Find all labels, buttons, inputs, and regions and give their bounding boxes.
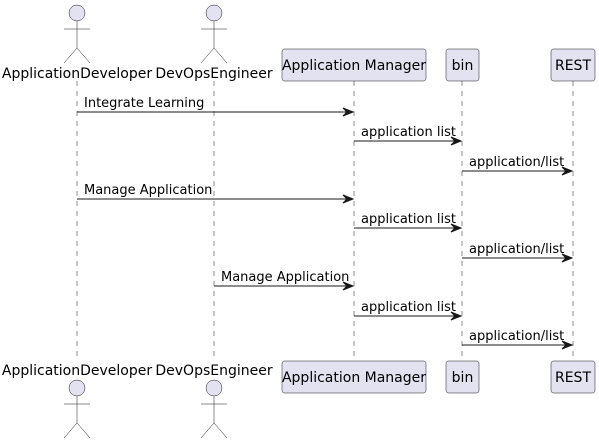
- messages: Integrate Learning application list applic…: [77, 96, 574, 350]
- bin-label-bottom: bin: [452, 370, 474, 386]
- message-5: application/list: [462, 242, 574, 263]
- dev-actor-icon-bottom: [63, 379, 91, 439]
- message-0: Integrate Learning: [77, 96, 355, 117]
- message-label: application/list: [469, 242, 564, 257]
- rest-label-top: REST: [555, 58, 591, 74]
- arrowhead: [561, 340, 574, 350]
- lifelines: [76, 81, 574, 361]
- bin-participant-box-bottom: bin: [445, 360, 480, 394]
- ops-actor-icon: [200, 4, 228, 64]
- message-2: application/list: [462, 155, 574, 176]
- am-label-bottom: Application Manager: [282, 370, 426, 386]
- message-label: application/list: [469, 155, 564, 170]
- ops-actor-icon-bottom: [200, 379, 228, 439]
- message-8: application/list: [462, 329, 574, 350]
- arrowhead: [561, 166, 574, 176]
- arrowhead: [342, 194, 355, 204]
- bin-participant-box-top: bin: [445, 48, 480, 82]
- message-1: application list: [354, 125, 463, 146]
- message-7: application list: [354, 300, 463, 321]
- arrowhead: [561, 253, 574, 263]
- dev-label-bottom: ApplicationDeveloper: [2, 363, 152, 379]
- message-label: application list: [361, 125, 456, 140]
- rest-participant-box-top: REST: [550, 48, 596, 82]
- ops-label-top: DevOpsEngineer: [155, 66, 272, 82]
- dev-actor-icon: [63, 4, 91, 64]
- bin-label-top: bin: [452, 58, 474, 74]
- arrowhead: [450, 223, 463, 233]
- dev-label-top: ApplicationDeveloper: [2, 66, 152, 82]
- message-6: Manage Application: [214, 270, 355, 291]
- am-participant-box-top: Application Manager: [281, 48, 426, 82]
- message-label: Manage Application: [84, 183, 212, 198]
- message-4: application list: [354, 212, 463, 233]
- rest-label-bottom: REST: [555, 370, 591, 386]
- arrowhead: [450, 136, 463, 146]
- message-label: Manage Application: [221, 270, 349, 285]
- rest-participant-box-bottom: REST: [550, 360, 596, 394]
- am-label-top: Application Manager: [282, 58, 426, 74]
- message-3: Manage Application: [77, 183, 355, 204]
- am-participant-box-bottom: Application Manager: [281, 360, 426, 394]
- arrowhead: [450, 311, 463, 321]
- arrowhead: [342, 281, 355, 291]
- message-label: Integrate Learning: [84, 96, 204, 111]
- ops-label-bottom: DevOpsEngineer: [155, 363, 272, 379]
- message-label: application/list: [469, 329, 564, 344]
- arrowhead: [342, 107, 355, 117]
- message-label: application list: [361, 300, 456, 315]
- message-label: application list: [361, 212, 456, 227]
